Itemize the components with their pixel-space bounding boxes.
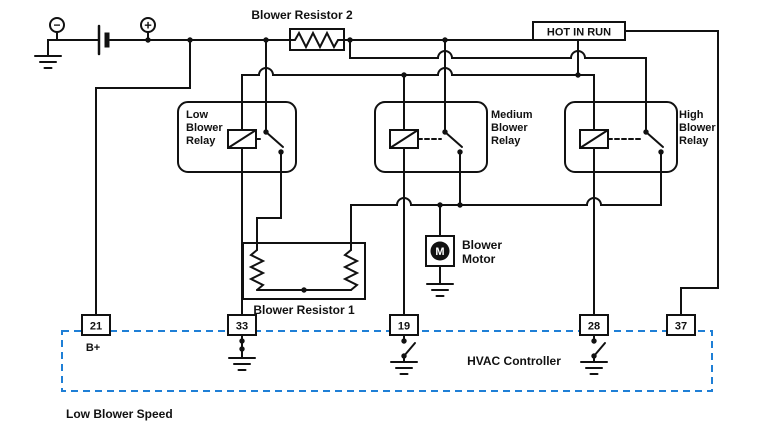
wire [624, 30, 719, 316]
svg-text:Medium: Medium [491, 109, 533, 121]
blower-motor-icon [430, 241, 450, 261]
battery-icon [97, 24, 110, 56]
pin-21-label: 21 [90, 321, 102, 333]
blower-resistor-1-label: Blower Resistor 1 [253, 303, 355, 317]
low-relay-switch-icon [265, 131, 284, 148]
low-relay-coil-icon [227, 129, 263, 149]
low-blower-speed-label: Low Blower Speed [66, 407, 173, 421]
battery-positive-terminal-icon [140, 17, 156, 33]
battery-ground-icon [34, 55, 62, 69]
svg-text:Blower: Blower [462, 238, 502, 252]
high-relay-coil-icon [579, 129, 643, 149]
blower-resistor-1-right-icon [342, 249, 360, 291]
pin-33-label: 33 [236, 321, 248, 333]
svg-text:Relay: Relay [679, 135, 709, 147]
wire [241, 67, 595, 131]
wire [95, 39, 191, 316]
medium-blower-relay-box [374, 101, 488, 173]
wires [34, 24, 719, 375]
pin19-switch-icon [390, 334, 418, 375]
pin-37-label: 37 [675, 321, 687, 333]
svg-text:Low: Low [186, 109, 208, 121]
battery-negative-lead [47, 31, 58, 57]
hvac-controller-box [61, 330, 713, 392]
svg-text:High: High [679, 109, 704, 121]
pin-19-label: 19 [398, 321, 410, 333]
battery-plus-label: + [144, 18, 152, 33]
medium-relay-coil-icon [389, 129, 442, 149]
svg-text:Blower: Blower [491, 122, 528, 134]
svg-text:Relay: Relay [186, 135, 216, 147]
medium-relay-switch-icon [444, 131, 463, 148]
low-blower-relay-label: Low Blower Relay [186, 109, 223, 147]
svg-text:Motor: Motor [462, 252, 496, 266]
battery-minus-label: − [53, 18, 60, 32]
blower-resistor-2-label: Blower Resistor 2 [251, 8, 353, 22]
junction-dots [145, 37, 664, 359]
svg-text:Blower: Blower [186, 122, 223, 134]
wire [350, 151, 662, 251]
high-blower-relay-box [564, 101, 678, 173]
wire [349, 39, 647, 133]
battery-negative-terminal-icon [49, 17, 65, 33]
medium-blower-relay-label: Medium Blower Relay [491, 109, 533, 147]
blower-motor-label: Blower Motor [462, 238, 502, 266]
low-blower-relay-box [177, 101, 297, 173]
blower-resistor-1-left-icon [248, 249, 266, 291]
connector-pins [81, 314, 696, 336]
hot-in-run-label: HOT IN RUN [547, 27, 611, 39]
motor-ground-icon [426, 283, 454, 297]
high-relay-switch-icon [645, 131, 664, 148]
svg-text:Relay: Relay [491, 135, 521, 147]
high-blower-relay-label: High Blower Relay [679, 109, 716, 147]
hvac-controller-label: HVAC Controller [467, 354, 561, 368]
b-plus-label: B+ [86, 342, 100, 354]
pin-28-label: 28 [588, 321, 600, 333]
motor-m-symbol: M [435, 246, 444, 258]
svg-text:Blower: Blower [679, 122, 716, 134]
battery-terminals [49, 17, 156, 33]
wire [256, 151, 282, 251]
component-boxes [177, 21, 678, 300]
blower-resistor-2-icon [289, 30, 344, 50]
